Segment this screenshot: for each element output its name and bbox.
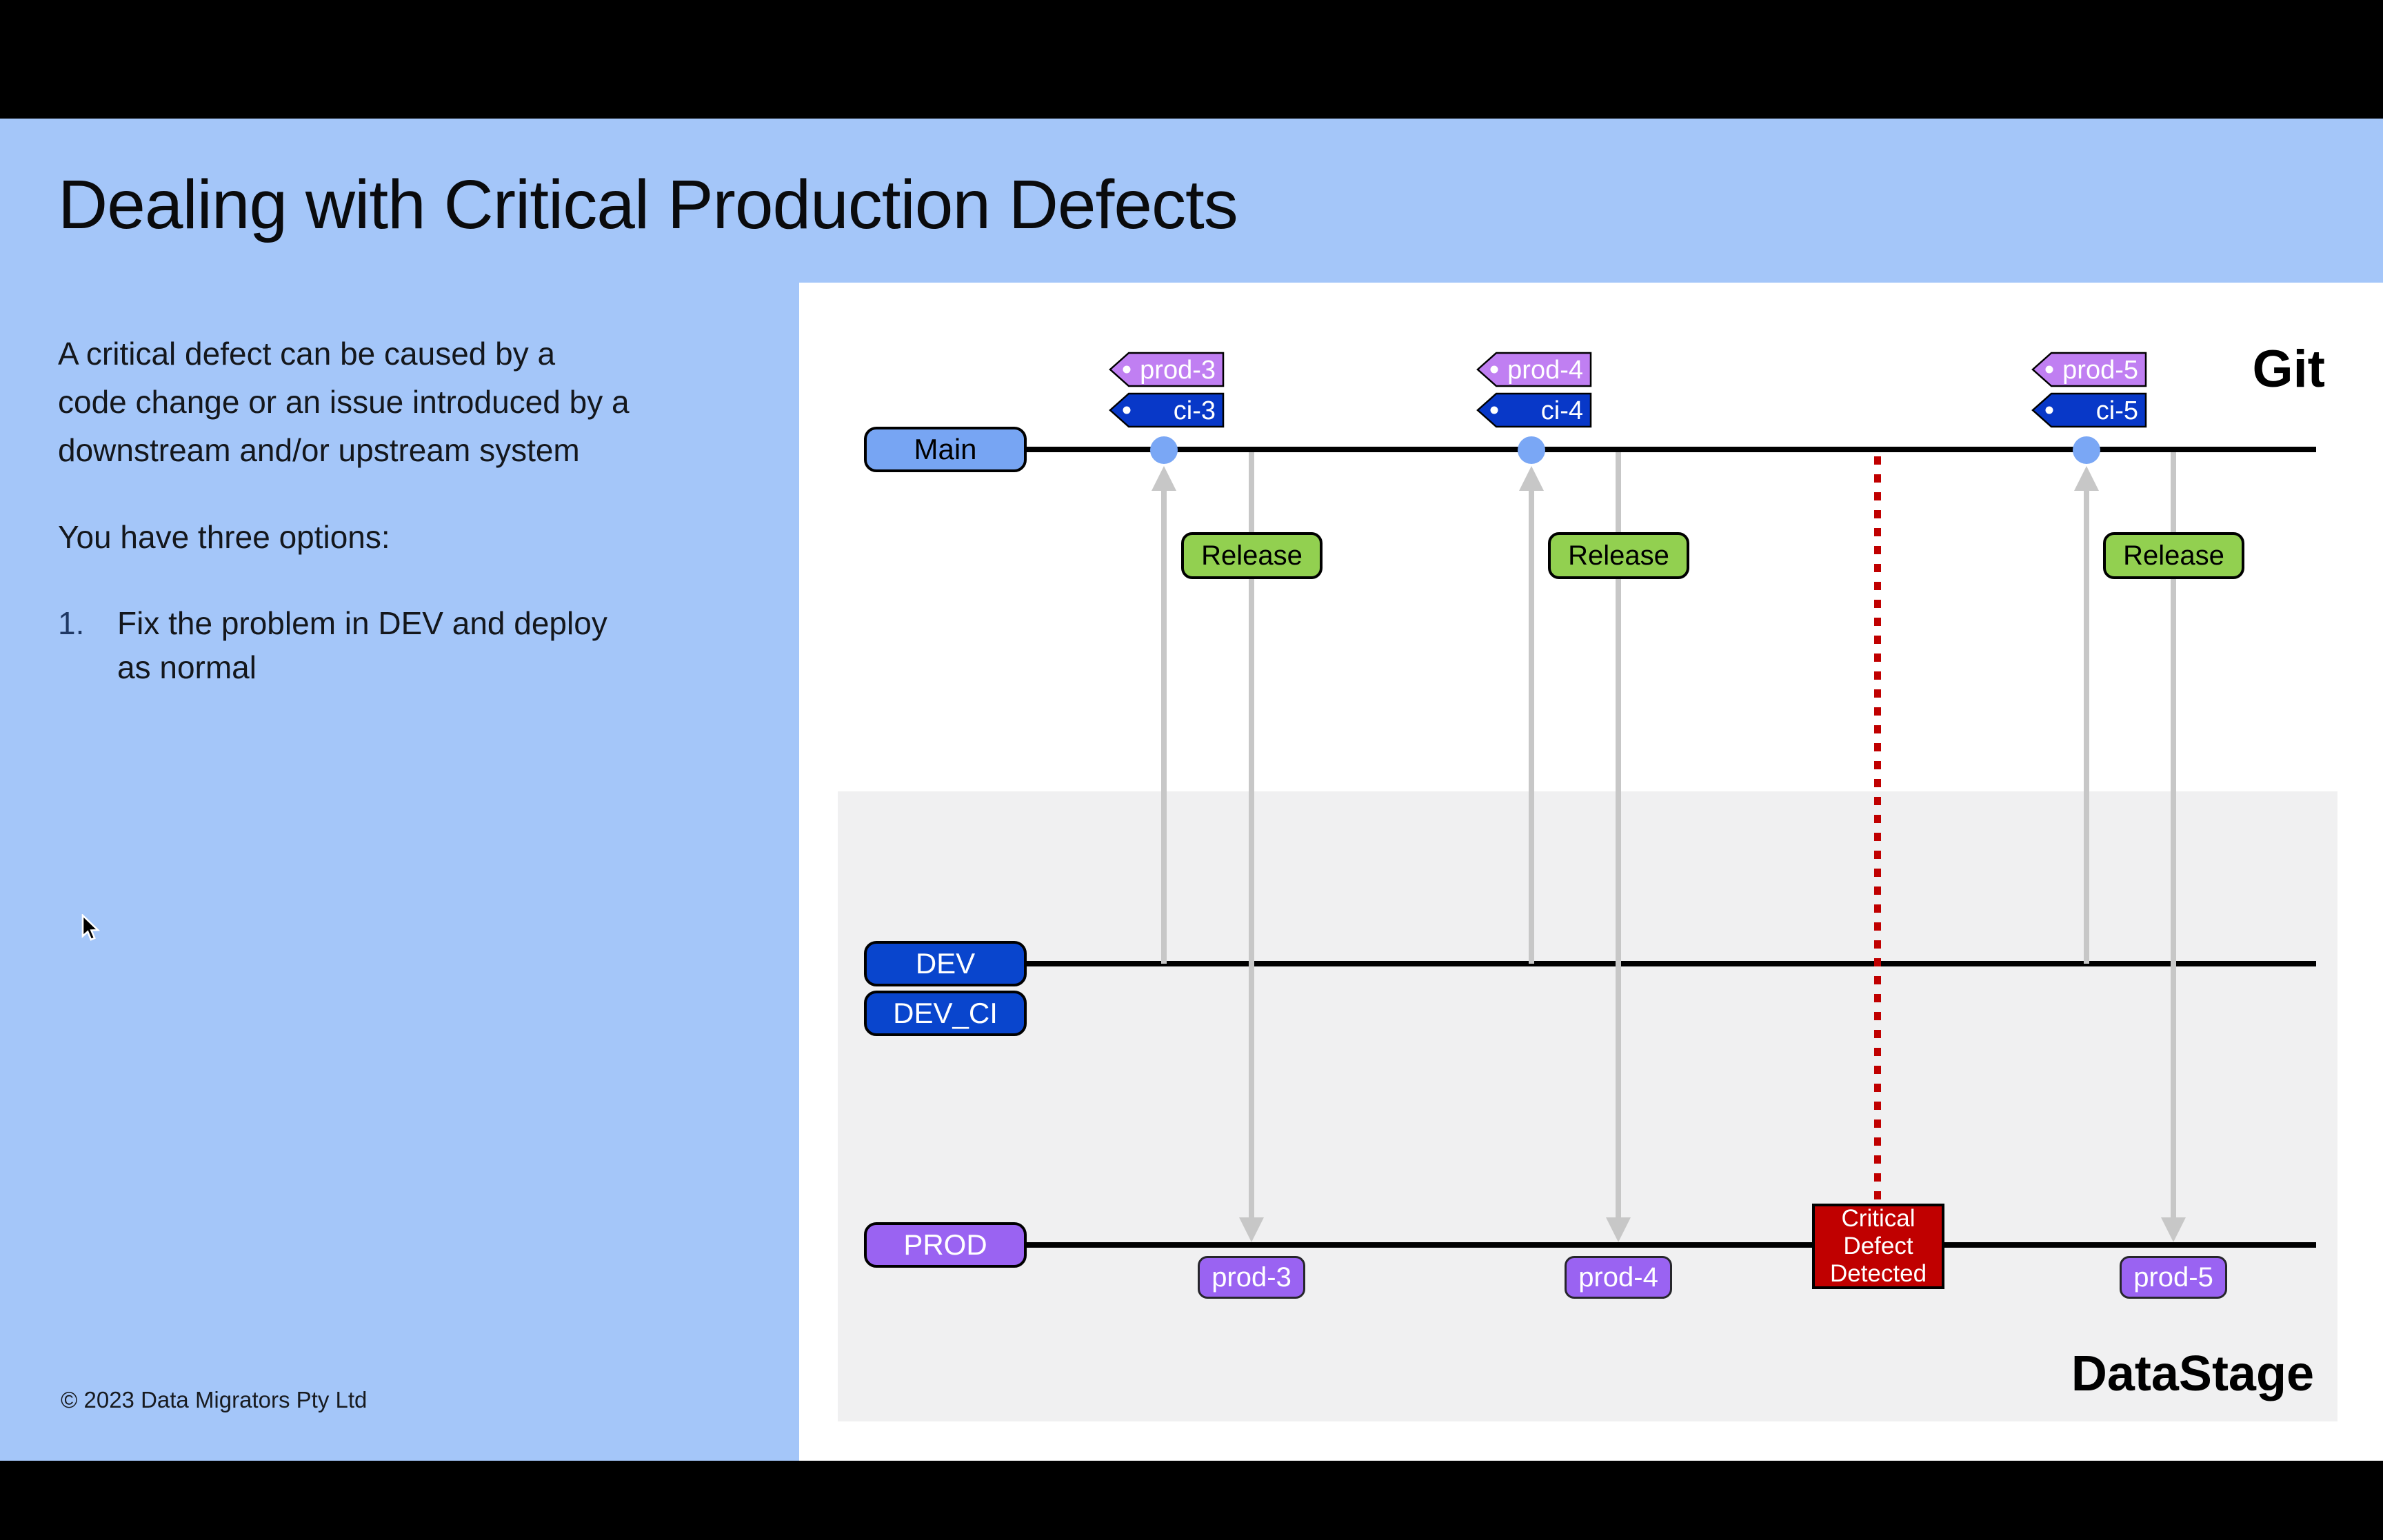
arrow-shaft (2171, 452, 2176, 1217)
ci-git-tag: ci-5 (2031, 392, 2147, 428)
list-number: 1. (58, 605, 85, 641)
svg-text:ci-3: ci-3 (1174, 396, 1216, 425)
arrow-shaft (2084, 491, 2089, 964)
copyright-text: © 2023 Data Migrators Pty Ltd (61, 1387, 368, 1412)
prod-git-tag: prod-3 (1109, 352, 1225, 387)
release-box: Release (2103, 532, 2244, 579)
arrow-shaft (1249, 452, 1254, 1217)
arrow-head-icon (1239, 1217, 1264, 1242)
tag-dot-icon (2045, 365, 2053, 374)
prod-git-tag: prod-5 (2031, 352, 2147, 387)
numbered-list-item: 1. Fix the problem in DEV and deploy as … (58, 601, 607, 689)
datastage-zone (838, 791, 2337, 1421)
defect-dotted-line (1874, 456, 1881, 1204)
prod-deploy-tag: prod-5 (2120, 1256, 2227, 1299)
deploy-down-arrow (2161, 452, 2186, 1242)
svg-text:prod-4: prod-4 (1507, 356, 1583, 385)
release-box: Release (1548, 532, 1689, 579)
svg-text:ci-5: ci-5 (2096, 396, 2138, 425)
svg-text:prod-5: prod-5 (2062, 356, 2138, 385)
arrow-head-icon (2161, 1217, 2186, 1242)
tag-dot-icon (1123, 406, 1131, 414)
critical-defect-box: Critical Defect Detected (1812, 1204, 1944, 1289)
list-text: Fix the problem in DEV and deploy as nor… (117, 605, 607, 685)
prod-branch-label: PROD (864, 1222, 1027, 1268)
arrow-shaft (1161, 491, 1167, 964)
prod-branch-line (1027, 1242, 2316, 1248)
datastage-heading: DataStage (2071, 1346, 2314, 1401)
svg-text:prod-3: prod-3 (1140, 356, 1216, 385)
slide-title: Dealing with Critical Production Defects (58, 166, 1238, 243)
arrow-head-icon (2074, 466, 2099, 491)
arrow-head-icon (1519, 466, 1544, 491)
tag-dot-icon (1490, 365, 1498, 374)
dev-ci-branch-label: DEV_CI (864, 991, 1027, 1036)
ci-git-tag: ci-3 (1109, 392, 1225, 428)
svg-text:ci-4: ci-4 (1541, 396, 1583, 425)
release-box: Release (1181, 532, 1323, 579)
arrow-shaft (1529, 491, 1534, 964)
options-intro: You have three options: (58, 519, 390, 555)
commit-dot (2073, 436, 2100, 464)
commit-dot (1150, 436, 1178, 464)
main-branch-line (1027, 447, 2316, 452)
deploy-down-arrow (1239, 452, 1264, 1242)
body-paragraph: A critical defect can be caused by a cod… (58, 330, 630, 474)
paragraph-line: A critical defect can be caused by a (58, 336, 556, 372)
promote-up-arrow (1519, 466, 1544, 964)
dev-branch-label: DEV (864, 941, 1027, 986)
arrow-head-icon (1152, 466, 1176, 491)
ci-git-tag: ci-4 (1476, 392, 1592, 428)
tag-dot-icon (1123, 365, 1131, 374)
prod-deploy-tag: prod-3 (1198, 1256, 1305, 1299)
prod-git-tag: prod-4 (1476, 352, 1592, 387)
arrow-shaft (1616, 452, 1621, 1217)
tag-dot-icon (1490, 406, 1498, 414)
tag-dot-icon (2045, 406, 2053, 414)
promote-up-arrow (2074, 466, 2099, 964)
prod-deploy-tag: prod-4 (1565, 1256, 1672, 1299)
paragraph-line: code change or an issue introduced by a (58, 384, 630, 420)
commit-dot (1518, 436, 1545, 464)
main-branch-label: Main (864, 427, 1027, 472)
deploy-down-arrow (1606, 452, 1631, 1242)
promote-up-arrow (1152, 466, 1176, 964)
arrow-head-icon (1606, 1217, 1631, 1242)
git-heading: Git (2252, 340, 2325, 398)
dev-branch-line (1027, 961, 2316, 966)
cursor-pointer-icon (81, 914, 101, 941)
paragraph-line: downstream and/or upstream system (58, 432, 580, 468)
